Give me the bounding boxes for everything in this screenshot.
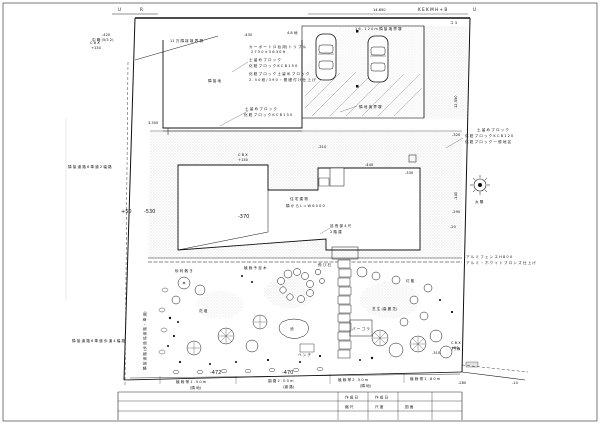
house-label-sub: 隣 か ら L = W 6 0 0 0 (286, 203, 325, 208)
point-330: -330 (405, 171, 414, 175)
title-cell-2: 作 成 日 (375, 395, 388, 400)
house-cbx: C B X (238, 153, 248, 157)
point-320: -320 (452, 133, 461, 137)
border-stones (158, 287, 324, 374)
sun-label: 太 陽 (475, 199, 484, 204)
left-dim-label: -472 (210, 370, 221, 376)
cbx-top-label: C B X (90, 41, 100, 45)
bottom-dimensions: 植 栽 帯 1 . 5 0 m 園 路 2 . 0 0 m 植 栽 帯 2 . … (129, 373, 461, 390)
point-20: -20 (450, 225, 457, 229)
site-boundary (123, 17, 471, 386)
point-plus50: +50 (121, 209, 132, 215)
title-cell-3: 縮 尺 (345, 404, 354, 409)
left-margin-notes: C B X +130 -420 中 略 (5/3 2) 隣 接 道 路 6 車 … (65, 33, 159, 370)
block-3-sub: 化 粧 ブ ロ ッ ク K C B 1 5 0 (244, 112, 293, 117)
point-430: -430 (244, 33, 253, 37)
point-140: -140 (454, 191, 458, 200)
bottom-sub-2: (道 路) (283, 384, 295, 389)
bottom-dim-4: 植 栽 帯 1 . 8 0 m (410, 376, 441, 381)
bench-label: ベ ン チ (298, 352, 311, 357)
point-290: -290 (452, 210, 461, 214)
header-right-mark2: U (473, 7, 476, 12)
bottom-sub-1: (隣 地) (190, 385, 202, 390)
block-2-sub: 2 . 5 0 段 / 3 9 0 ・ 基 礎 付 け 仕 上 げ (249, 77, 316, 82)
road-side-label: 隣 接 道 路 (歩 道 幅 道 路 ・ 車 道) (142, 311, 147, 370)
title-block: 作 成 日 作 成 日 縮 尺 尺 度 図 面 (117, 391, 463, 420)
title-cell-5: 図 面 (405, 404, 414, 409)
garden-fence-label: ア ル ミ フ ェ ン ス H 8 0 0 (466, 254, 513, 259)
point-top: -420 (102, 33, 111, 37)
roof-note: 延 長 部 4 尺 (330, 223, 352, 228)
header-marks: U R K E K M H + B U 14.650 コ 3 (112, 7, 476, 25)
stepping-stone-path (337, 259, 352, 359)
cbx-bottom: C B X (451, 341, 461, 345)
right-fence-label: 隣 地 境 界 塀 (359, 104, 382, 109)
tree-icon (171, 266, 453, 359)
point-280: -280 (458, 381, 467, 385)
point-440: -440 (365, 163, 374, 167)
block-1-sub: 化 粧 ブ ロ ッ ク K C B 1 5 0 (249, 63, 298, 68)
dimension-3350: 3.350 (148, 121, 159, 125)
pergola-label: パ ー ゴ ラ (352, 326, 370, 331)
house-area: 住 宅 建 物 隣 か ら L = W 6 0 0 0 C B X +130 -… (148, 127, 514, 259)
point-310-bottom: -310 (432, 351, 441, 355)
border-label: 1 6 . 1 2 0 m 隣 接 境 界 塀 (355, 26, 402, 31)
reference-note: 中 略 (5/3 2) (92, 37, 114, 42)
point-400: 4.8 地 (287, 30, 298, 35)
point-370: -370 (238, 214, 249, 220)
point-10: -10 (512, 381, 519, 385)
carport-note-2: 2 7 5 0 × 5 6 3 0 H (251, 50, 286, 54)
north-arrow-icon: 太 陽 (470, 175, 490, 204)
header-left-mark2: R (140, 7, 143, 12)
lantern-label: 灯 籠 (406, 278, 415, 283)
bottom-dim-2: 園 路 2 . 0 0 m (268, 378, 294, 383)
stepping-label: 飛 び 石 (318, 262, 331, 267)
point-310: -310 (318, 145, 327, 149)
cbx-top-value: +130 (91, 46, 102, 50)
right-block-sub: 化 粧 ブ ロ ッ ク K C B 1 2 0 (465, 133, 514, 138)
lawn-label: 芝 生 (高 麗 芝) (372, 306, 398, 311)
top-dimension: 14.650 (373, 8, 386, 12)
right-block-label: 土 留 め ブ ロ ッ ク (477, 127, 509, 132)
block-1-label: 土 留 め ブ ロ ッ ク (249, 57, 281, 62)
north-fence-label: 11 万 隣 接 境 界 塀 (170, 38, 203, 43)
cbx-bottom-value: +20 (451, 346, 459, 350)
corner-right-label: コ 3 (450, 21, 457, 25)
bottom-dim-1: 植 栽 帯 1 . 5 0 m (176, 379, 207, 384)
header-left-mark: U (118, 7, 121, 12)
tree-label: 植 栽 予 定 木 (244, 265, 267, 270)
neighbour-area-label: 隣 接 地 (208, 78, 221, 83)
garden-fence-sub: ア ル ミ ・ ホ ワ イ ト ブ ロ ン ズ 仕 上 げ (466, 260, 536, 265)
car-icon (367, 35, 389, 83)
gravel-label: 砂 利 敷 き (175, 268, 193, 273)
header-right-mark: K E K M H + B (418, 7, 447, 12)
right-block-2: 化 粧 ブ ロ ッ ク 一 般 地 区 (465, 139, 512, 144)
road-south-label: 隣 接 道 路 6 車 道 歩 道 4 幅 路 (72, 338, 125, 343)
title-cell-1: 作 成 日 (345, 395, 358, 400)
block-2-label: 化 粧 ブ ロ ッ ク 土 留 め ブ ロ ッ ク (249, 71, 310, 76)
title-cell-4: 尺 度 (375, 404, 384, 409)
pond (278, 318, 309, 339)
house-label: 住 宅 建 物 (290, 196, 308, 201)
mid-dim-label: -470 (282, 370, 293, 376)
flower-label: 花 壇 (199, 308, 208, 313)
garden-area: ア ル ミ フ ェ ン ス H 8 0 0 ア ル ミ ・ ホ ワ イ ト ブ … (148, 246, 536, 385)
bottom-dim-3: 植 栽 帯 2 . 5 0 m (338, 377, 369, 382)
road-north-label: 隣 接 道 路 6 車 道 2 幅 路 (68, 164, 112, 169)
roof-note-2: 2 階 建 (330, 229, 342, 234)
vertical-dimension: 12.550 (454, 95, 458, 108)
car-icon (315, 33, 337, 81)
carport-note: カ ー ポ ー ト (2 台 用) ト リ プ ル (249, 44, 307, 49)
north-area: 11 万 隣 接 境 界 塀 隣 接 地 カ ー ポ ー ト (2 台 用) ト… (162, 25, 468, 135)
gate-label: 門 扉 (452, 346, 461, 351)
pond-label: 池 (290, 326, 294, 331)
bottom-sub-3: (隣 地) (360, 383, 372, 388)
stone-cluster (277, 268, 325, 303)
house-cbx-value: +130 (238, 158, 249, 162)
block-3-label: 土 留 め ブ ロ ッ ク (245, 106, 277, 111)
